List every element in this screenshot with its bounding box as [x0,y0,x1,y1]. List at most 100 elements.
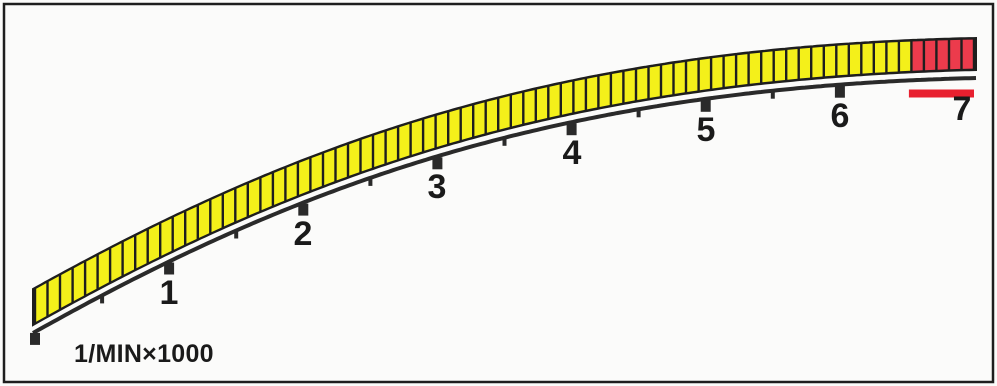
major-tick [30,332,40,345]
rpm-segment [712,57,723,89]
scale-label-2: 2 [293,215,313,253]
rpm-segment [599,74,610,107]
rpm-segment [386,128,397,163]
rpm-segment [787,49,798,80]
rpm-segment [649,65,660,98]
rpm-bar-graph [32,36,977,327]
redline-marker [908,89,974,98]
rpm-segment [850,44,861,75]
rpm-segment [486,99,497,133]
rpm-segment [61,269,72,308]
scale-label-5: 5 [696,111,716,149]
rpm-segment [186,206,197,244]
minor-tick [100,296,105,304]
rpm-scale [30,76,977,345]
rpm-segment [549,84,560,118]
rpm-segment [612,72,623,105]
rpm-segment [825,45,836,77]
rpm-segment [249,179,260,216]
rpm-segment [136,230,147,269]
rpm-segment [261,173,272,211]
rpm-segment [449,109,460,144]
rpm-segment [411,120,422,155]
rpm-segment [286,163,297,200]
rpm-segment [749,52,760,84]
rpm-segment [837,45,848,76]
minor-tick [234,231,239,239]
rpm-segment [674,62,685,94]
rpm-segment [48,276,59,315]
rpm-segment [236,184,247,221]
rpm-segment [161,218,172,256]
rpm-segment [36,283,47,322]
rpm-segment [512,93,523,127]
rpm-segment [199,200,210,238]
rpm-segment [436,112,447,147]
rpm-segment [724,55,735,87]
redline-segment [912,41,923,71]
rpm-segment [862,43,873,74]
rpm-segment [424,116,435,151]
major-tick [432,157,443,170]
rpm-segment [73,262,84,301]
redline-segment [962,39,973,69]
scale-label-6: 6 [830,97,850,135]
rpm-segment [274,168,285,205]
redline-segment [925,40,936,71]
scale-label-4: 4 [562,134,582,172]
rpm-segment [887,42,898,72]
rpm-segment [98,249,109,288]
rpm-segment [537,87,548,121]
rpm-segment [587,76,598,110]
rpm-segment [799,47,810,79]
rpm-segment [900,41,911,72]
rpm-segment [562,81,573,115]
minor-tick [770,91,775,99]
redline-segment [950,39,961,70]
rpm-segment [699,58,710,91]
major-tick [834,85,845,98]
rpm-segment [211,195,222,233]
rpm-segment [687,60,698,92]
rpm-segment [111,243,122,282]
rpm-segment [173,212,184,250]
rpm-segment [324,149,335,186]
rpm-segment [499,96,510,130]
major-tick [700,99,711,112]
unit-label: 1/MIN×1000 [74,340,214,368]
scale-label-1: 1 [159,274,179,312]
rpm-segment [299,159,310,195]
minor-tick [636,110,641,118]
major-tick [164,262,175,275]
rpm-segment [361,136,372,172]
rpm-segment [461,105,472,140]
redline-segment [937,40,948,70]
rpm-segment [224,189,235,227]
rpm-segment [737,54,748,86]
rpm-segment [812,46,823,78]
rpm-segment [311,154,322,190]
rpm-segment [624,70,635,103]
rpm-segment [474,102,485,137]
rpm-segment [574,79,585,112]
rpm-segment [349,140,360,176]
major-tick [566,123,577,136]
major-tick [298,203,309,216]
rpm-segment [86,256,97,295]
rpm-segment [524,90,535,124]
scale-label-3: 3 [427,168,447,206]
rpm-segment [774,50,785,81]
rpm-segment [148,224,159,262]
scale-rail [32,76,977,335]
rpm-segment [374,132,385,167]
rpm-segment [399,124,410,159]
minor-tick [368,178,373,186]
rpm-segment [637,67,648,100]
rpm-segment [123,236,134,275]
minor-tick [502,138,507,146]
scale-label-7: 7 [952,90,972,128]
rpm-segment [875,42,886,73]
